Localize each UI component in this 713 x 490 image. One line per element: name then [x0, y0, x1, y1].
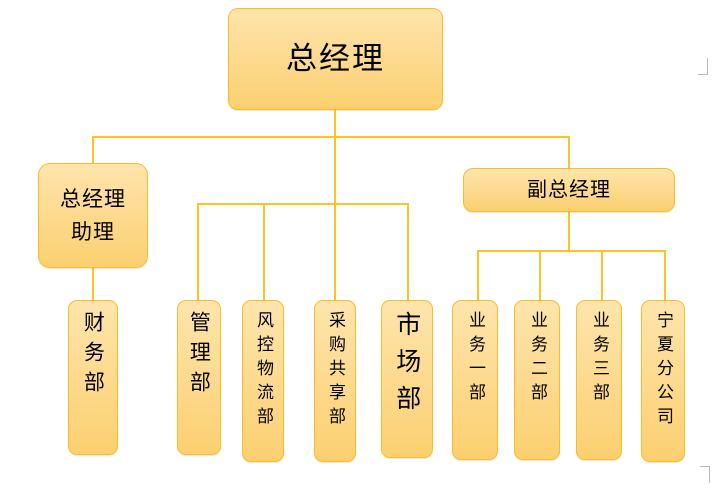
node-business-dept-1[interactable]: 业务一部 — [452, 300, 498, 460]
node-label-procurement-shared-dept: 采购共享部 — [325, 311, 346, 431]
node-label-deputy-gm: 副总经理 — [527, 177, 611, 202]
node-label-management-dept: 管理部 — [187, 311, 212, 401]
node-label-marketing-dept: 市场部 — [392, 311, 422, 422]
node-label-business-dept-2: 业务二部 — [527, 311, 548, 407]
node-marketing-dept[interactable]: 市场部 — [381, 300, 433, 458]
connector-drop-marketing — [407, 203, 409, 301]
connector-drop-ningxia — [664, 250, 666, 301]
node-general-manager[interactable]: 总经理 — [228, 8, 443, 110]
connector-drop-assistant — [92, 136, 94, 164]
connector-drop-business-1 — [477, 250, 479, 301]
canvas-corner-mark-bottom-right — [700, 466, 710, 483]
connector-assistant-to-finance — [92, 268, 94, 301]
connector-deputy-bus — [477, 250, 665, 252]
node-management-dept[interactable]: 管理部 — [177, 300, 221, 455]
connector-drop-deputy — [568, 136, 570, 168]
connector-mid-trunk — [334, 136, 336, 204]
node-deputy-gm[interactable]: 副总经理 — [463, 168, 675, 212]
node-business-dept-2[interactable]: 业务二部 — [514, 300, 560, 460]
connector-drop-management — [197, 203, 199, 301]
node-label-general-manager: 总经理 — [286, 40, 385, 77]
node-procurement-shared-dept[interactable]: 采购共享部 — [314, 300, 356, 462]
node-business-dept-3[interactable]: 业务三部 — [576, 300, 622, 460]
connector-middle-bus — [197, 203, 409, 205]
connector-drop-business-2 — [539, 250, 541, 301]
node-label-business-dept-3: 业务三部 — [589, 311, 610, 407]
node-label-ningxia-branch: 宁夏分公司 — [653, 311, 674, 431]
connector-drop-business-3 — [601, 250, 603, 301]
node-gm-assistant[interactable]: 总经理 助理 — [38, 163, 148, 268]
connector-gm-trunk — [334, 110, 336, 137]
connector-drop-risk-logistics — [263, 203, 265, 301]
node-risk-logistics-dept[interactable]: 风控物流部 — [242, 300, 284, 462]
node-label-business-dept-1: 业务一部 — [465, 311, 486, 407]
node-finance-dept[interactable]: 财务部 — [68, 300, 118, 455]
node-label-gm-assistant: 总经理 助理 — [60, 186, 126, 244]
node-ningxia-branch[interactable]: 宁夏分公司 — [641, 300, 685, 462]
node-label-risk-logistics-dept: 风控物流部 — [253, 311, 274, 431]
connector-deputy-trunk — [568, 212, 570, 252]
connector-top-bus — [92, 136, 570, 138]
connector-drop-procurement — [334, 203, 336, 301]
canvas-corner-mark-top-right — [698, 58, 708, 75]
node-label-finance-dept: 财务部 — [81, 311, 106, 401]
